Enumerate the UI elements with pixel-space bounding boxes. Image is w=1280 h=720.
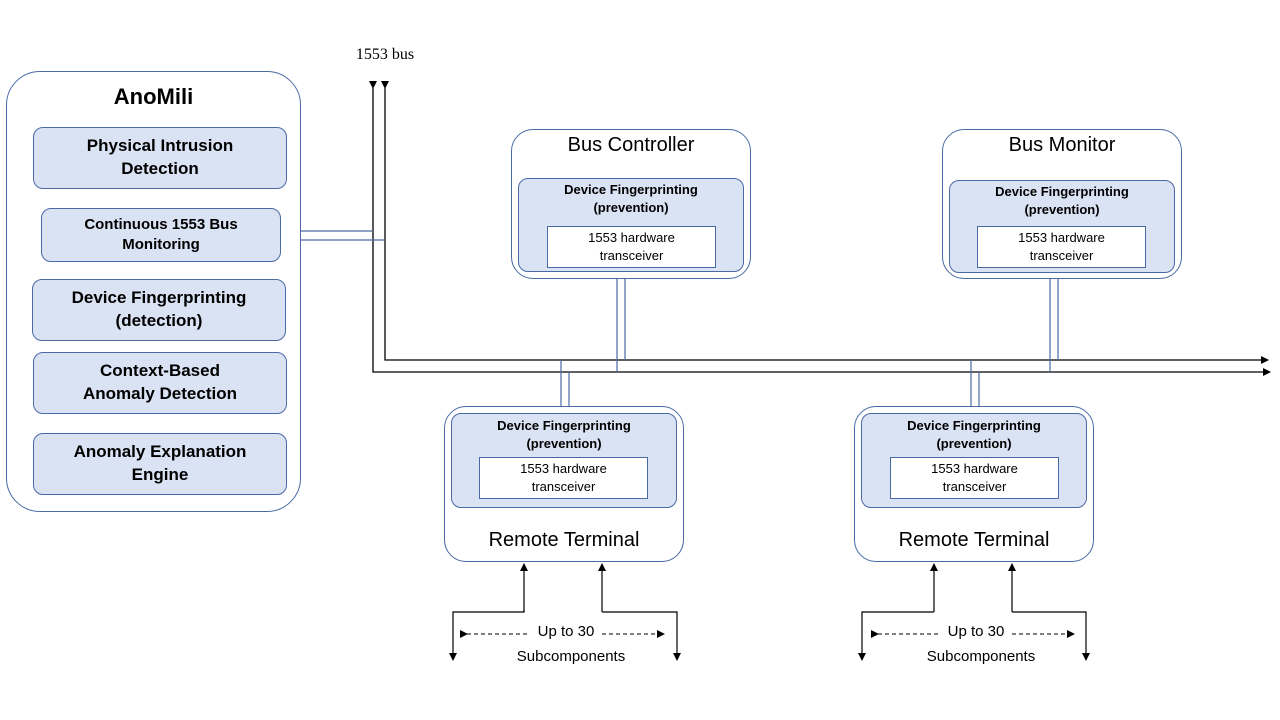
bus-controller-fingerprint-label: Device Fingerprinting (prevention) xyxy=(564,182,698,216)
bus-monitor-transceiver: 1553 hardware transceiver xyxy=(977,226,1146,268)
module-anomaly-explanation-engine: Anomaly Explanation Engine xyxy=(33,433,287,495)
module-continuous-bus-monitoring: Continuous 1553 Bus Monitoring xyxy=(41,208,281,262)
remote-terminal-2-subcomponents-label: Subcomponents xyxy=(926,648,1036,665)
remote-terminal-1-subcomponents-range: Up to 30 xyxy=(537,623,595,640)
remote-terminal-1-title: Remote Terminal xyxy=(488,529,640,551)
bus-line-b xyxy=(381,81,1269,364)
remote-terminal-2-transceiver: 1553 hardware transceiver xyxy=(890,457,1059,499)
remote-terminal-1-fingerprint-label: Device Fingerprinting (prevention) xyxy=(497,418,631,452)
remote-terminal-2-title: Remote Terminal xyxy=(898,529,1050,551)
remote-terminal-1-subcomponents-label: Subcomponents xyxy=(516,648,626,665)
anomili-title: AnoMili xyxy=(113,84,194,109)
bus-label: 1553 bus xyxy=(355,46,415,63)
module-context-based-anomaly-detection: Context-Based Anomaly Detection xyxy=(33,352,287,414)
bus-monitor-title: Bus Monitor xyxy=(1008,134,1116,156)
remote-terminal-2-fingerprint-label: Device Fingerprinting (prevention) xyxy=(907,418,1041,452)
remote-terminal-2-subcomponents-range: Up to 30 xyxy=(947,623,1005,640)
remote-terminal-1-transceiver: 1553 hardware transceiver xyxy=(479,457,648,499)
module-physical-intrusion-detection: Physical Intrusion Detection xyxy=(33,127,287,189)
module-device-fingerprinting-detection: Device Fingerprinting (detection) xyxy=(32,279,286,341)
bus-controller-title: Bus Controller xyxy=(567,134,695,156)
bus-controller-transceiver: 1553 hardware transceiver xyxy=(547,226,716,268)
bus-monitor-fingerprint-label: Device Fingerprinting (prevention) xyxy=(995,184,1129,218)
